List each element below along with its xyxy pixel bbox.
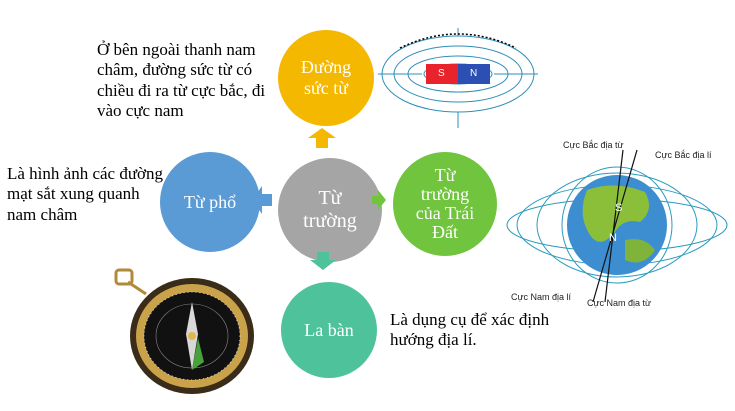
earth-n-label: N [609, 232, 617, 244]
node-tu-truong-trai-dat: Từ trường của Trái Đất [393, 152, 497, 256]
compass-image [112, 262, 262, 402]
node-tu-truong-label: Từ trường [303, 187, 357, 232]
compass-icon [114, 268, 254, 394]
earth-magnetic-field-image: Cực Bắc địa từ Cực Bắc địa lí S N Cực Na… [505, 140, 730, 310]
earth-globe-icon [506, 149, 728, 303]
earth-geographic-south-label: Cực Nam địa lí [511, 292, 572, 302]
field-lines-icon [378, 28, 538, 128]
node-duong-suc-tu: Đường sức từ [278, 30, 374, 126]
magnet-south-label: S [438, 68, 445, 79]
node-tu-truong: Từ trường [278, 158, 382, 262]
node-tu-pho-label: Từ phổ [183, 191, 237, 212]
node-la-ban: La bàn [281, 282, 377, 378]
earth-magnetic-north-label: Cực Bắc địa từ [563, 140, 624, 150]
arrow-down-icon [310, 252, 336, 270]
note-la-ban: Là dụng cụ để xác định hướng địa lí. [390, 310, 550, 350]
arrow-right-icon [372, 190, 386, 210]
bar-magnet-field-image: S N [378, 28, 538, 136]
node-la-ban-label: La bàn [304, 319, 354, 340]
magnet-north-label: N [470, 68, 478, 79]
note-duong-suc-tu: Ở bên ngoài thanh nam châm, đường sức từ… [97, 40, 266, 121]
note-tu-pho: Là hình ảnh các đường mạt sắt xung quanh… [7, 164, 164, 224]
earth-magnetic-south-label: Cực Nam địa từ [587, 298, 652, 308]
arrow-left-icon [252, 186, 272, 214]
earth-geographic-north-label: Cực Bắc địa lí [655, 150, 712, 160]
arrow-up-icon [308, 128, 336, 148]
node-tu-pho: Từ phổ [160, 152, 260, 252]
node-duong-suc-tu-label: Đường sức từ [300, 57, 352, 98]
earth-s-label: S [615, 202, 623, 214]
node-tu-truong-trai-dat-label: Từ trường của Trái Đất [415, 165, 475, 242]
